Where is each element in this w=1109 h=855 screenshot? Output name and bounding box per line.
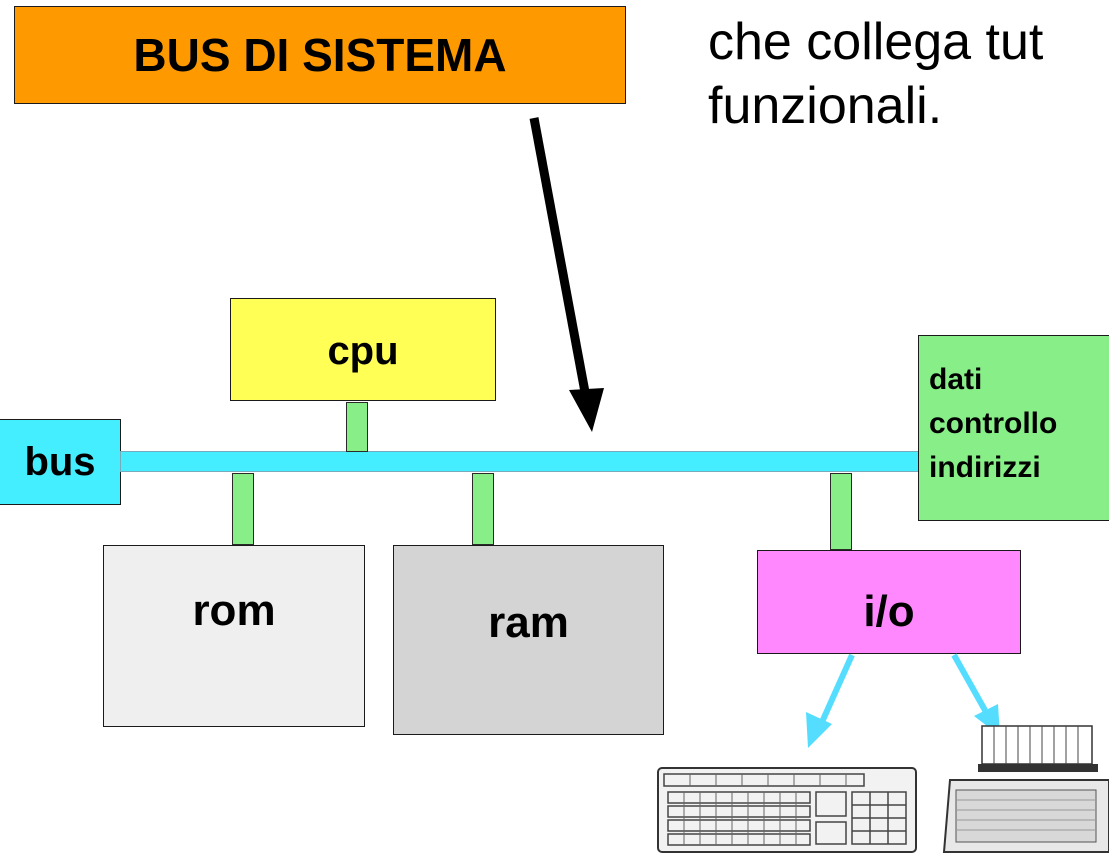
io-label: i/o (863, 587, 915, 636)
rom-box: rom (103, 545, 365, 727)
ram-label: ram (488, 598, 569, 647)
ram-connector (472, 473, 494, 545)
io-to-keyboard-arrow (806, 653, 855, 748)
title-box: BUS DI SISTEMA (14, 6, 626, 104)
rom-connector (232, 473, 254, 545)
bus-lines-legend: dati controllo indirizzi (918, 335, 1109, 521)
description-line-2: funzionali. (708, 77, 943, 135)
cpu-connector (346, 402, 368, 452)
io-connector (830, 473, 852, 550)
io-to-printer-arrow (951, 653, 1000, 736)
legend-dati: dati (929, 363, 983, 396)
cpu-box: cpu (230, 298, 496, 401)
description-text: che collega tut funzionali. (708, 10, 1043, 138)
legend-controllo: controllo (929, 407, 1058, 440)
rom-label: rom (192, 586, 276, 635)
ram-box: ram (393, 545, 664, 735)
bus-label: bus (24, 439, 96, 484)
title-text: BUS DI SISTEMA (133, 29, 507, 81)
title-pointer-arrow (529, 117, 604, 432)
cpu-label: cpu (327, 329, 399, 373)
bus-label-box: bus (0, 419, 121, 505)
io-box: i/o (757, 550, 1021, 654)
printer-icon (942, 725, 1109, 853)
keyboard-icon (657, 767, 917, 853)
legend-indirizzi: indirizzi (929, 451, 1041, 484)
description-line-1: che collega tut (708, 13, 1044, 71)
